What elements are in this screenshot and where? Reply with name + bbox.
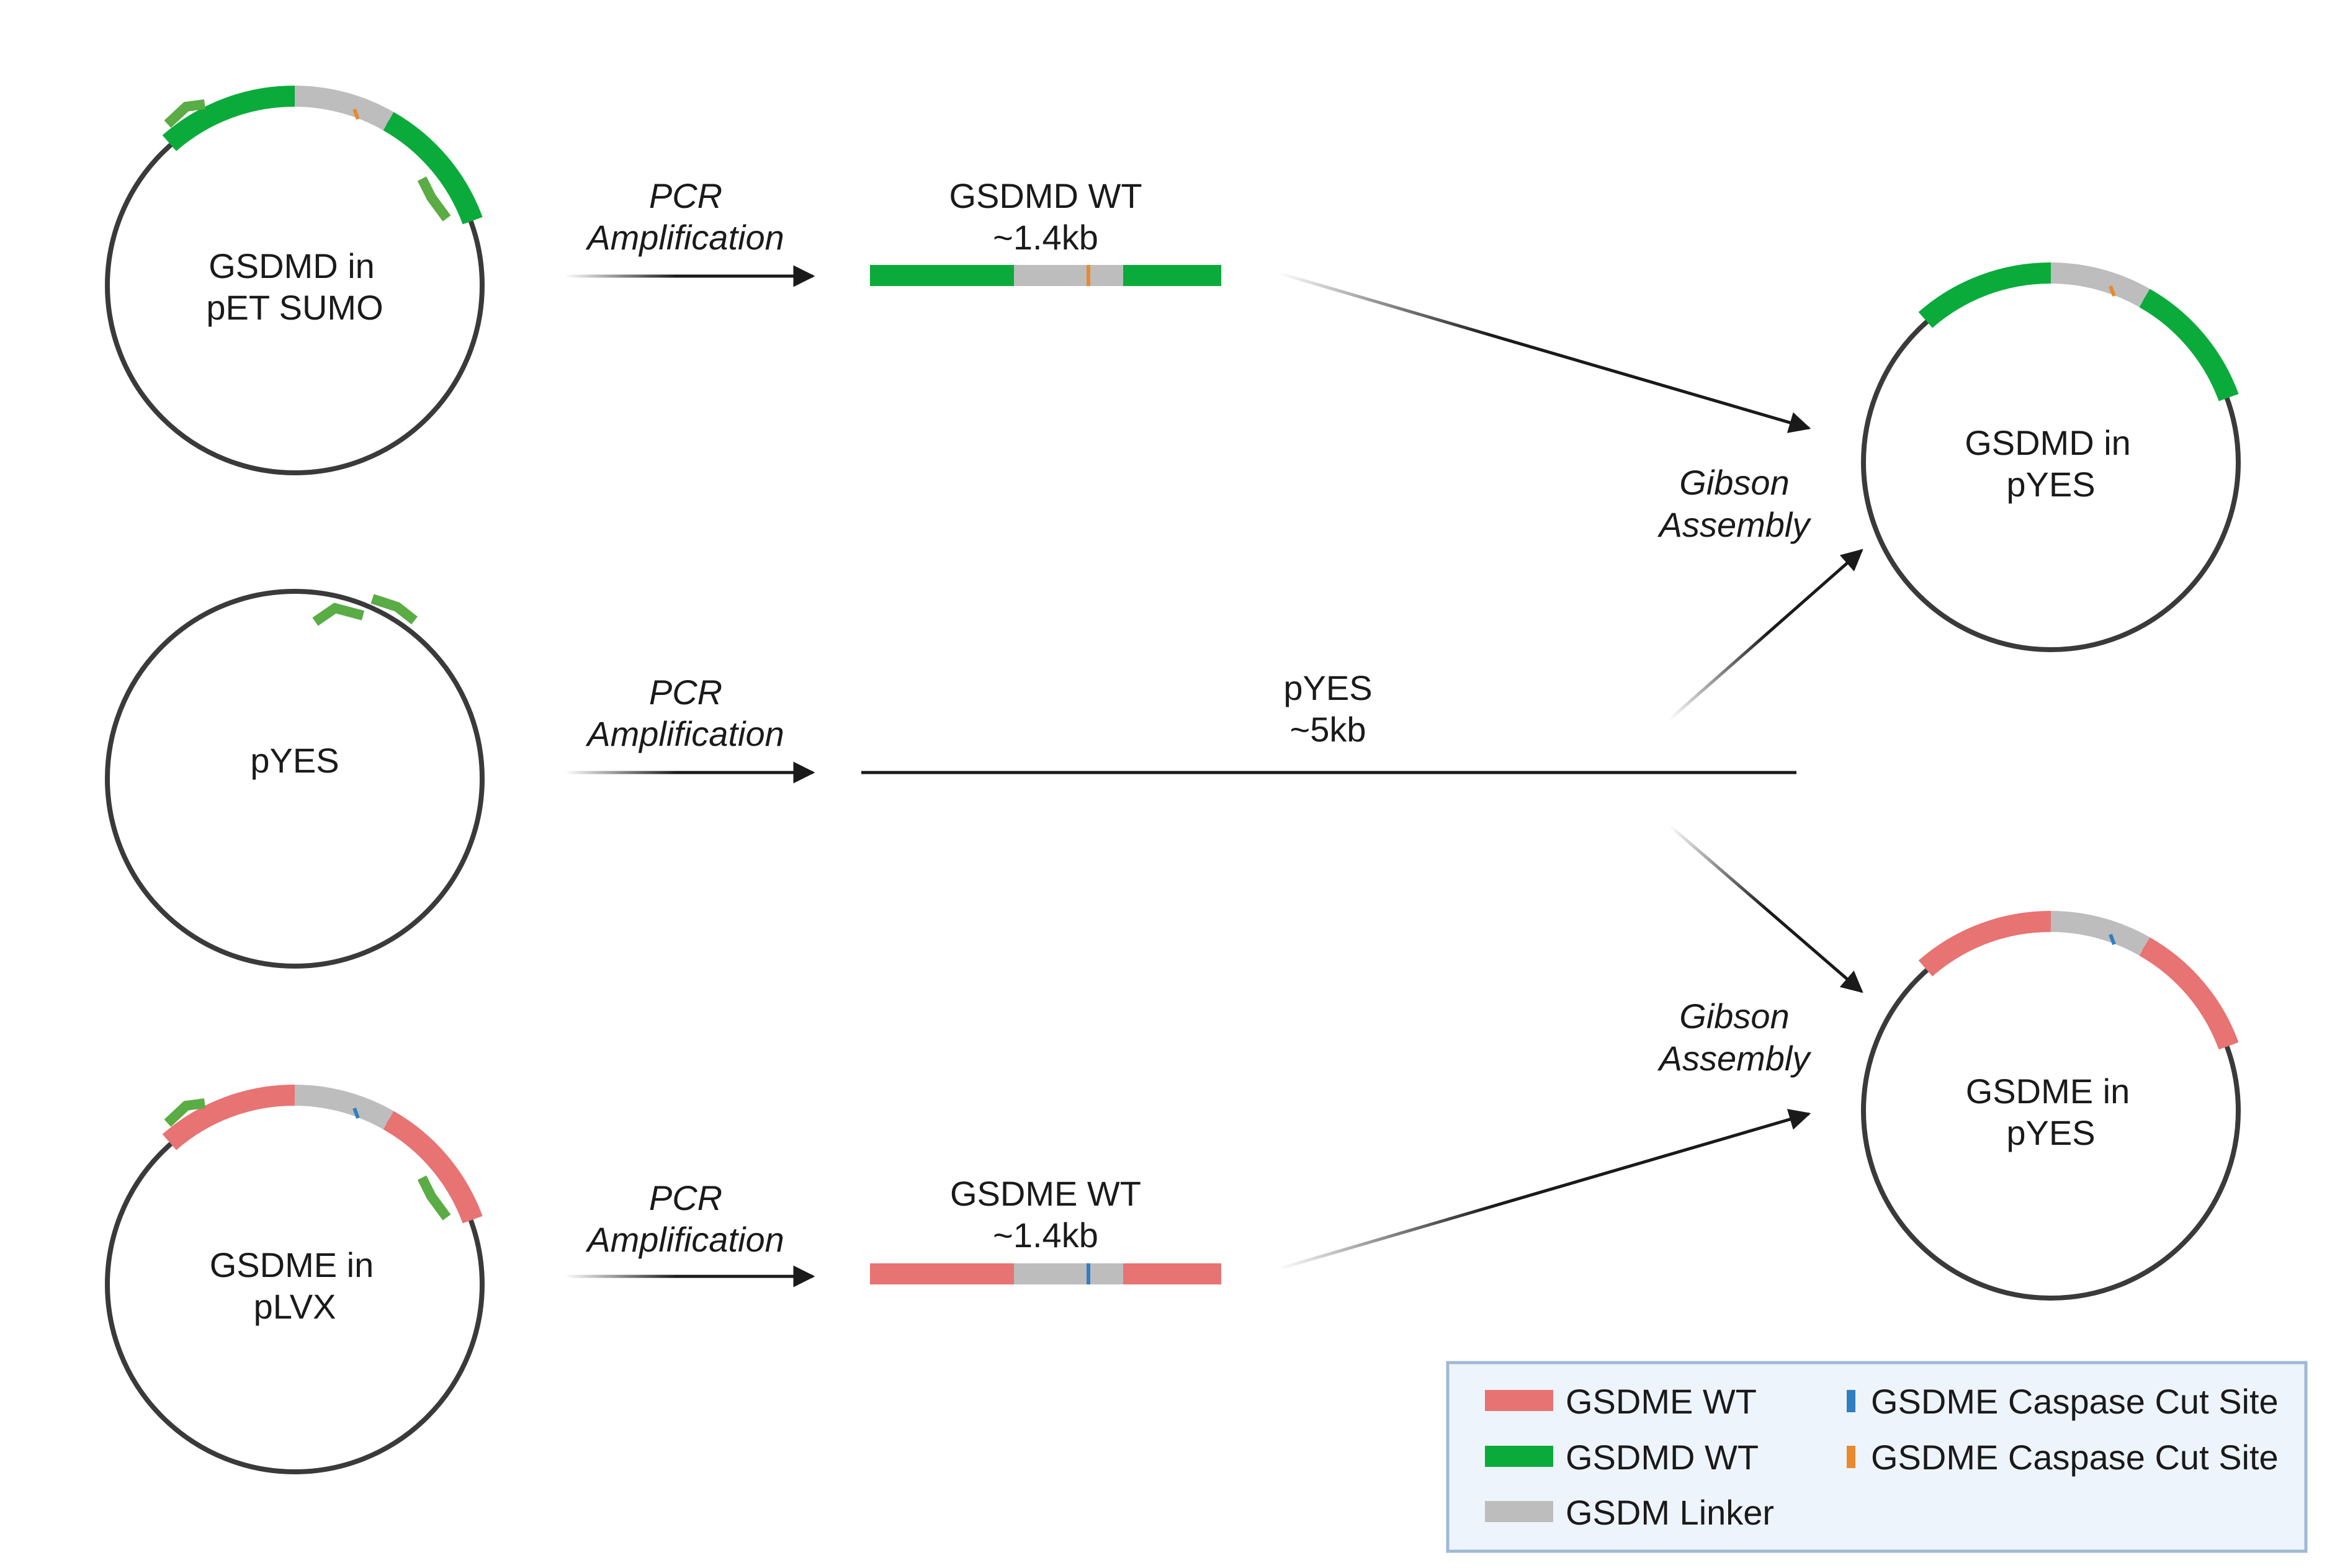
step-label: Amplification <box>585 218 784 257</box>
plasmid-name: GSDME in <box>1966 1072 2130 1111</box>
legend-item-gsdme-wt: GSDME WT <box>1485 1382 1757 1421</box>
plasmid-name: GSDMD in <box>1965 423 2131 462</box>
plasmid-vector: pYES <box>2006 1113 2095 1152</box>
fragment-pyes: pYES ~5kb <box>861 668 1796 774</box>
step-label: PCR <box>649 176 722 215</box>
legend-label: GSDM Linker <box>1566 1493 1774 1532</box>
plasmid-pyes: pYES <box>105 589 485 969</box>
step-label: PCR <box>649 673 722 712</box>
insert-gsdme-segment <box>162 1084 295 1150</box>
primer-reverse-icon <box>312 603 365 626</box>
assembly-arrow-gsdme <box>1278 1109 1811 1271</box>
assembly-arrow-pyes-down <box>1668 824 1863 993</box>
step-label: Gibson <box>1679 997 1789 1036</box>
insert-gsdmd-segment <box>870 265 1014 286</box>
legend-label: GSDMD WT <box>1566 1438 1759 1477</box>
fragment-size: ~5kb <box>1290 710 1366 749</box>
legend-swatch <box>1847 1390 1855 1412</box>
primer-reverse-icon <box>417 176 451 222</box>
plasmid-gsdmd-pet-sumo: GSDMD in pET SUMO <box>105 85 485 475</box>
primer-forward-icon <box>164 99 206 128</box>
gibson-step-top: Gibson Assembly <box>1657 463 1812 544</box>
assembly-arrows <box>1278 271 1863 1271</box>
plasmid-gsdmd-pyes: GSDMD in pYES <box>1861 262 2241 652</box>
step-label: Assembly <box>1657 505 1812 544</box>
gibson-step-bottom: Gibson Assembly <box>1657 997 1812 1078</box>
fragment-name: pYES <box>1283 668 1372 707</box>
insert-gsdme-segment <box>1123 1263 1221 1284</box>
insert-gsdme-segment <box>383 1111 483 1224</box>
caspase-cut-site-blue <box>1087 1263 1090 1284</box>
legend-item-gsdm-linker: GSDM Linker <box>1485 1493 1774 1532</box>
plasmid-gsdme-plvx: GSDME in pLVX <box>105 1084 485 1474</box>
linker-segment <box>294 86 394 131</box>
legend-item-cut-site-blue: GSDME Caspase Cut Site <box>1847 1382 2279 1421</box>
legend-swatch <box>1485 1501 1553 1522</box>
plasmid-name: pYES <box>250 741 339 780</box>
caspase-cut-site-orange <box>2109 285 2116 297</box>
legend-item-gsdmd-wt: GSDMD WT <box>1485 1438 1759 1477</box>
caspase-cut-site-blue <box>2109 933 2116 946</box>
legend-swatch <box>1485 1390 1553 1411</box>
step-label: Amplification <box>585 1220 784 1259</box>
legend-item-cut-site-orange: GSDME Caspase Cut Site <box>1847 1438 2279 1477</box>
insert-gsdmd-segment <box>2139 289 2239 401</box>
fragment-size: ~1.4kb <box>993 1216 1098 1255</box>
pcr-step-top: PCR Amplification <box>565 176 815 287</box>
insert-gsdme-segment <box>870 1263 1014 1284</box>
legend-label: GSDME Caspase Cut Site <box>1871 1438 2279 1477</box>
linker-segment <box>1014 265 1123 286</box>
insert-gsdmd-segment <box>162 85 295 151</box>
plasmid-vector: pET SUMO <box>206 288 383 327</box>
linker-segment <box>2050 911 2150 956</box>
assembly-arrow-gsdmd <box>1278 271 1811 433</box>
pcr-step-bottom: PCR Amplification <box>565 1178 815 1288</box>
linker-segment <box>294 1085 394 1130</box>
linker-segment <box>2050 262 2150 308</box>
legend-box <box>1446 1361 2308 1553</box>
primer-reverse-icon <box>417 1175 451 1221</box>
insert-gsdmd-segment <box>1123 265 1221 286</box>
plasmid-vector: pYES <box>2006 465 2095 504</box>
plasmid-backbone <box>105 589 485 969</box>
caspase-cut-site-blue <box>352 1107 360 1119</box>
plasmid-name: GSDME in <box>210 1245 374 1284</box>
plasmid-name: GSDMD in <box>208 246 375 285</box>
fragment-name: GSDME WT <box>950 1174 1141 1213</box>
fragment-gsdme: GSDME WT ~1.4kb <box>870 1174 1221 1284</box>
legend-label: GSDME Caspase Cut Site <box>1871 1382 2279 1421</box>
primer-forward-icon <box>370 594 418 625</box>
insert-gsdme-segment <box>2139 937 2239 1050</box>
caspase-cut-site-orange <box>352 108 360 120</box>
insert-gsdmd-segment <box>1918 262 2051 328</box>
legend: GSDME WT GSDMD WT GSDM Linker GSDME Casp… <box>1446 1361 2308 1553</box>
fragment-name: GSDMD WT <box>949 176 1142 215</box>
step-label: Gibson <box>1679 463 1789 502</box>
fragment-size: ~1.4kb <box>993 218 1098 257</box>
step-label: Amplification <box>585 714 784 753</box>
linker-segment <box>1014 1263 1123 1284</box>
step-label: Assembly <box>1657 1039 1812 1078</box>
plasmid-gsdme-pyes: GSDME in pYES <box>1861 910 2241 1301</box>
legend-label: GSDME WT <box>1566 1382 1757 1421</box>
legend-swatch <box>1847 1446 1855 1468</box>
pcr-step-middle: PCR Amplification <box>565 673 815 784</box>
legend-swatch <box>1485 1446 1553 1467</box>
caspase-cut-site-orange <box>1087 265 1090 286</box>
insert-gsdme-segment <box>1918 910 2051 977</box>
insert-gsdmd-segment <box>383 112 483 225</box>
plasmid-vector: pLVX <box>254 1287 336 1326</box>
primer-forward-icon <box>164 1098 206 1127</box>
step-label: PCR <box>649 1178 722 1217</box>
fragment-gsdmd: GSDMD WT ~1.4kb <box>870 176 1221 286</box>
assembly-arrow-pyes-up <box>1668 549 1863 721</box>
